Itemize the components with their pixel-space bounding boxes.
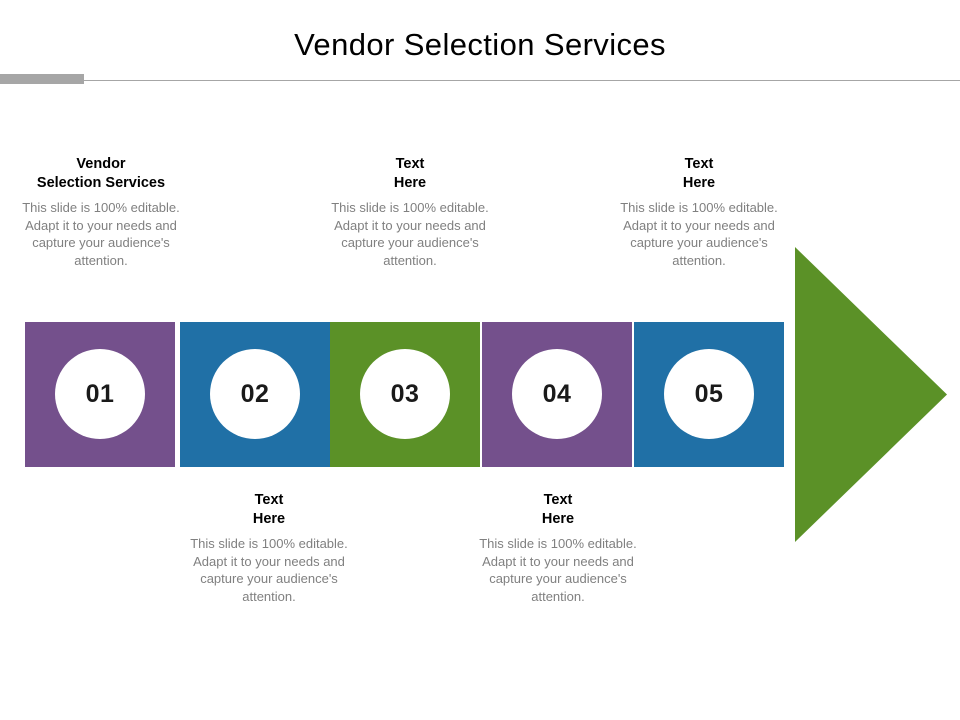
header-divider xyxy=(0,74,960,84)
step-box-03[interactable]: 03 xyxy=(330,322,480,467)
step-box-04[interactable]: 04 xyxy=(482,322,632,467)
step-circle-05: 05 xyxy=(664,349,754,439)
step-circle-01: 01 xyxy=(55,349,145,439)
step-circle-04: 04 xyxy=(512,349,602,439)
page-title: Vendor Selection Services xyxy=(294,27,666,62)
text-block-top-2: Text Here This slide is 100% editable. A… xyxy=(315,155,505,269)
text-block-heading: Text Here xyxy=(393,156,427,191)
text-block-heading: Text Here xyxy=(682,156,716,191)
step-number-label: 03 xyxy=(390,379,420,408)
text-block-body: This slide is 100% editable. Adapt it to… xyxy=(479,536,637,604)
step-number-label: 04 xyxy=(542,379,572,408)
text-block-top-3: Text Here This slide is 100% editable. A… xyxy=(604,155,794,269)
text-block-heading: Vendor Selection Services xyxy=(36,156,166,191)
text-block-heading: Text Here xyxy=(541,492,575,527)
text-block-heading: Text Here xyxy=(252,492,286,527)
step-circle-02: 02 xyxy=(210,349,300,439)
text-block-body: This slide is 100% editable. Adapt it to… xyxy=(22,200,180,268)
step-number-label: 01 xyxy=(85,379,115,408)
text-block-body: This slide is 100% editable. Adapt it to… xyxy=(620,200,778,268)
text-block-body: This slide is 100% editable. Adapt it to… xyxy=(190,536,348,604)
text-block-body: This slide is 100% editable. Adapt it to… xyxy=(331,200,489,268)
step-number-label: 02 xyxy=(240,379,270,408)
step-number-label: 05 xyxy=(694,379,724,408)
text-block-bottom-1: Text Here This slide is 100% editable. A… xyxy=(174,491,364,605)
step-box-02[interactable]: 02 xyxy=(180,322,330,467)
text-block-bottom-2: Text Here This slide is 100% editable. A… xyxy=(463,491,653,605)
step-box-01[interactable]: 01 xyxy=(25,322,175,467)
header-divider-line xyxy=(84,80,960,81)
step-box-05[interactable]: 05 xyxy=(634,322,784,467)
header-divider-accent xyxy=(0,74,84,84)
right-arrow-icon xyxy=(795,247,947,542)
step-circle-03: 03 xyxy=(360,349,450,439)
text-block-top-1: Vendor Selection Services This slide is … xyxy=(6,155,196,269)
